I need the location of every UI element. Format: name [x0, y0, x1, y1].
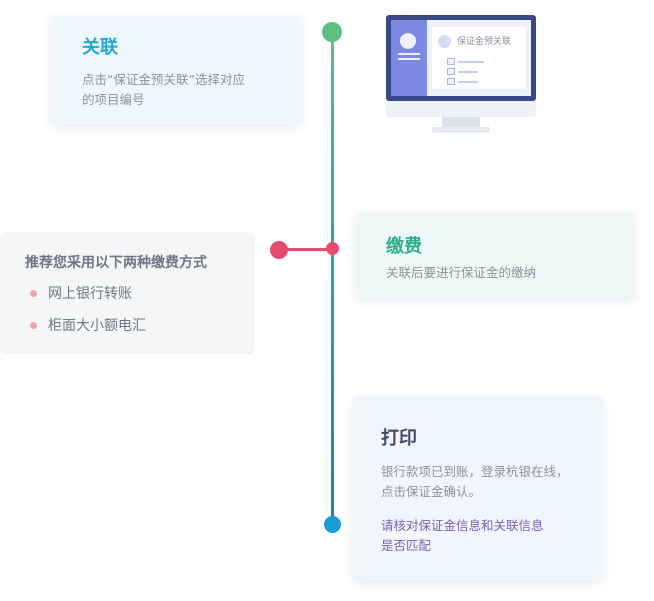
- step-print-title: 打印: [381, 428, 417, 449]
- checkbox-icon: [447, 68, 455, 75]
- step-link-desc-line1: 点击“保证金预关联”选择对应: [82, 72, 245, 87]
- step-print-note-line2: 是否匹配: [381, 538, 432, 553]
- list-item: 柜面大小额电汇: [30, 315, 146, 335]
- step-print-note-line1: 请核对保证金信息和关联信息: [381, 518, 544, 533]
- bullet-icon: [30, 321, 37, 329]
- step-pay-title: 缴费: [386, 236, 422, 257]
- step-link-desc-line2: 的项目编号: [82, 92, 145, 107]
- timeline-line: [331, 32, 334, 524]
- step-print-desc-line1: 银行款项已到账，登录杭银在线，: [381, 464, 569, 479]
- step-link-card: 关联 点击“保证金预关联”选择对应 的项目编号: [51, 15, 301, 124]
- pay-connector-dot: [270, 241, 288, 259]
- step-print-card: 打印 银行款项已到账，登录杭银在线， 点击保证金确认。 请核对保证金信息和关联信…: [353, 396, 603, 580]
- payment-methods-title: 推荐您采用以下两种缴费方式: [25, 255, 207, 271]
- checkbox-icon: [447, 58, 455, 65]
- step-link-dot: [322, 22, 342, 42]
- step-print-desc-line2: 点击保证金确认。: [381, 484, 482, 499]
- avatar-icon: [400, 33, 416, 49]
- monitor-title: 保证金预关联: [457, 37, 512, 47]
- step-print-dot: [324, 516, 341, 533]
- payment-methods-card: 推荐您采用以下两种缴费方式 网上银行转账 柜面大小额电汇: [0, 232, 255, 354]
- step-link-title: 关联: [82, 37, 118, 58]
- monitor-illustration: 保证金预关联: [386, 15, 536, 135]
- step-pay-desc: 关联后要进行保证金的缴纳: [386, 265, 537, 280]
- profile-circle-icon: [438, 35, 451, 48]
- list-item: 网上银行转账: [30, 283, 132, 303]
- bullet-icon: [30, 289, 37, 297]
- checkbox-icon: [447, 78, 455, 85]
- pay-connector-line: [285, 248, 327, 251]
- step-pay-dot: [326, 242, 339, 255]
- step-pay-card: 缴费 关联后要进行保证金的缴纳: [356, 212, 634, 298]
